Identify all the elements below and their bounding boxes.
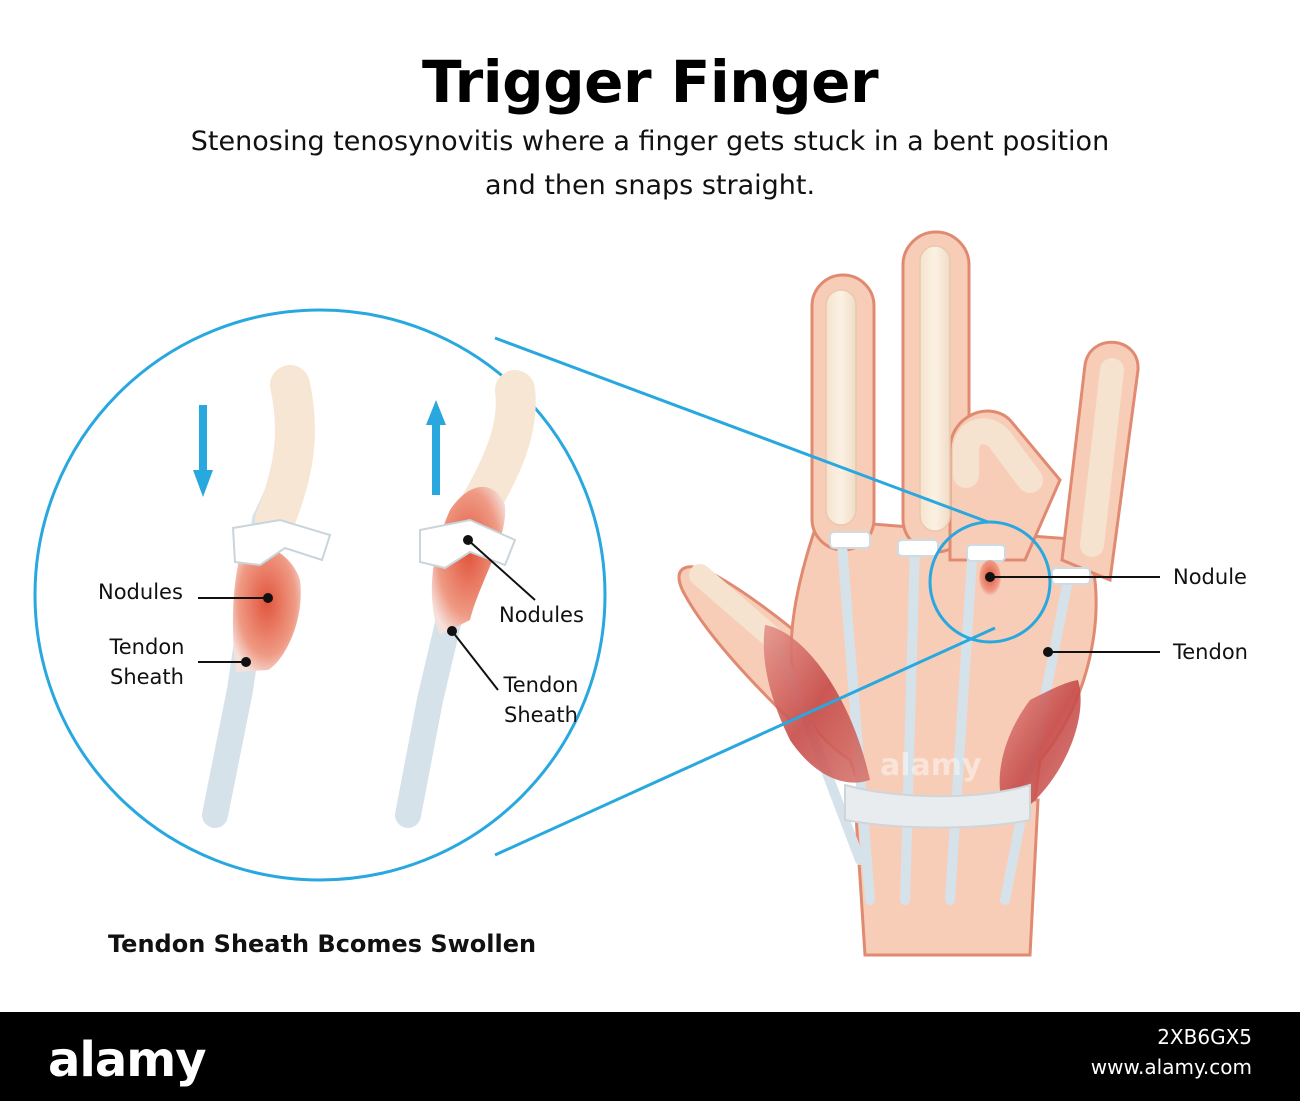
subtitle-line-2: and then snaps straight. xyxy=(484,170,816,201)
zoom-leader-dots xyxy=(241,535,473,667)
label-tendon: Tendon xyxy=(1173,640,1248,664)
zoom-connector-lines xyxy=(494,336,996,857)
zoom-circle xyxy=(33,308,607,882)
label-nodules-right: Nodules xyxy=(499,603,584,627)
zoom-left-nodule xyxy=(232,545,301,672)
zoom-tendon-left xyxy=(202,365,332,828)
page-subtitle: Stenosing tenosynovitis where a finger g… xyxy=(100,120,1200,208)
watermark: alamy xyxy=(880,748,982,783)
image-credit: 2XB6GX5 www.alamy.com xyxy=(1091,1022,1252,1082)
arrow-up-icon xyxy=(426,400,446,495)
trigger-finger-illustration: alamy xyxy=(33,230,1160,957)
zoom-tendon-right xyxy=(395,370,536,828)
site-url: www.alamy.com xyxy=(1090,1055,1252,1079)
label-tendon-sheath-left: Tendon Sheath xyxy=(109,635,185,689)
hand-leader-dots xyxy=(985,572,1053,657)
alamy-logo: alamy xyxy=(48,1032,207,1088)
hand-illustration: alamy xyxy=(677,230,1140,957)
arrow-down-icon xyxy=(193,405,213,497)
subtitle-line-1: Stenosing tenosynovitis where a finger g… xyxy=(190,126,1110,157)
hand-leader-lines xyxy=(990,576,1160,653)
image-id: 2XB6GX5 xyxy=(1157,1025,1252,1049)
label-tendon-sheath-right: Tendon Sheath xyxy=(503,673,579,727)
hand-muscle-hypothenar xyxy=(999,680,1081,820)
footer-bar: alamy 2XB6GX5 www.alamy.com xyxy=(0,1012,1300,1101)
zoom-left-pulley xyxy=(231,518,332,567)
caption: Tendon Sheath Bcomes Swollen xyxy=(108,930,537,958)
hand-pulleys xyxy=(829,531,1091,585)
label-nodule: Nodule xyxy=(1173,565,1247,589)
hand-muscle-thenar xyxy=(763,625,870,783)
page-title: Trigger Finger xyxy=(421,48,879,116)
zoom-leader-lines xyxy=(198,539,536,691)
label-nodules-left: Nodules xyxy=(98,580,183,604)
hand-carpal-ligament xyxy=(844,783,1031,829)
hand-zoom-circle xyxy=(928,520,1052,644)
